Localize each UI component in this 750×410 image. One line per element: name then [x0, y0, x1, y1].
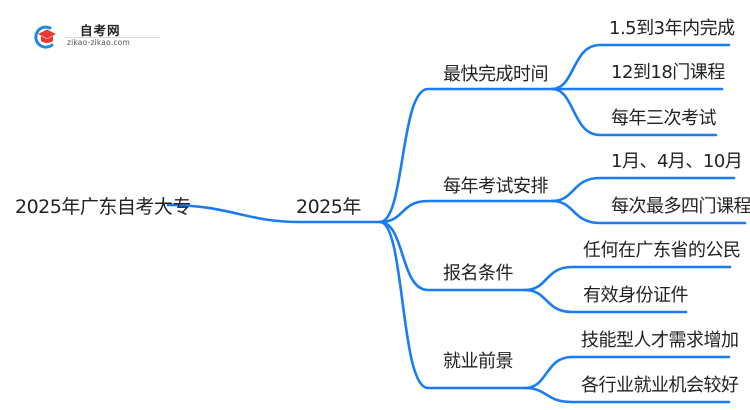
connector-branch-2	[378, 199, 554, 224]
leaf-duration[interactable]: 1.5到3年内完成	[609, 18, 735, 39]
site-logo[interactable]: 自考网 zikao-zikao.com	[30, 20, 160, 50]
connector-leaf-2-1	[550, 176, 736, 203]
graduation-cap-icon	[34, 25, 56, 49]
connector-leaf-1-3	[550, 87, 718, 137]
branch-exam-schedule[interactable]: 每年考试安排	[443, 176, 549, 197]
leaf-course-count[interactable]: 12到18门课程	[611, 62, 725, 83]
branch-employment[interactable]: 就业前景	[443, 351, 514, 372]
root-node[interactable]: 2025年广东自考大专	[15, 196, 191, 218]
connector-leaf-3-1	[523, 265, 732, 292]
hub-node[interactable]: 2025年	[296, 196, 361, 218]
leaf-eligible-citizens[interactable]: 任何在广东省的公民	[583, 240, 741, 261]
logo-title: 自考网	[80, 23, 121, 38]
connector-leaf-3-2	[523, 288, 688, 314]
connector-branch-3	[378, 220, 527, 292]
leaf-valid-id[interactable]: 有效身份证件	[583, 285, 689, 306]
logo-divider	[66, 37, 160, 38]
connector-leaf-4-2	[523, 386, 731, 404]
branch-registration[interactable]: 报名条件	[443, 263, 514, 284]
leaf-max-courses[interactable]: 每次最多四门课程	[611, 196, 750, 217]
leaf-exams-per-year[interactable]: 每年三次考试	[611, 108, 717, 129]
leaf-job-opportunities[interactable]: 各行业就业机会较好	[581, 375, 739, 396]
connector-leaf-4-1	[523, 355, 731, 390]
logo-url: zikao-zikao.com	[67, 38, 130, 47]
leaf-exam-months[interactable]: 1月、4月、10月	[611, 151, 743, 172]
connector-leaf-1-1	[550, 43, 731, 91]
connector-branch-1	[378, 87, 554, 224]
connector-branch-4	[378, 220, 527, 390]
leaf-skilled-demand[interactable]: 技能型人才需求增加	[581, 330, 739, 351]
connector-leaf-2-2	[550, 199, 747, 225]
connector-root-hub	[166, 203, 382, 224]
branch-fastest-completion[interactable]: 最快完成时间	[443, 64, 549, 85]
